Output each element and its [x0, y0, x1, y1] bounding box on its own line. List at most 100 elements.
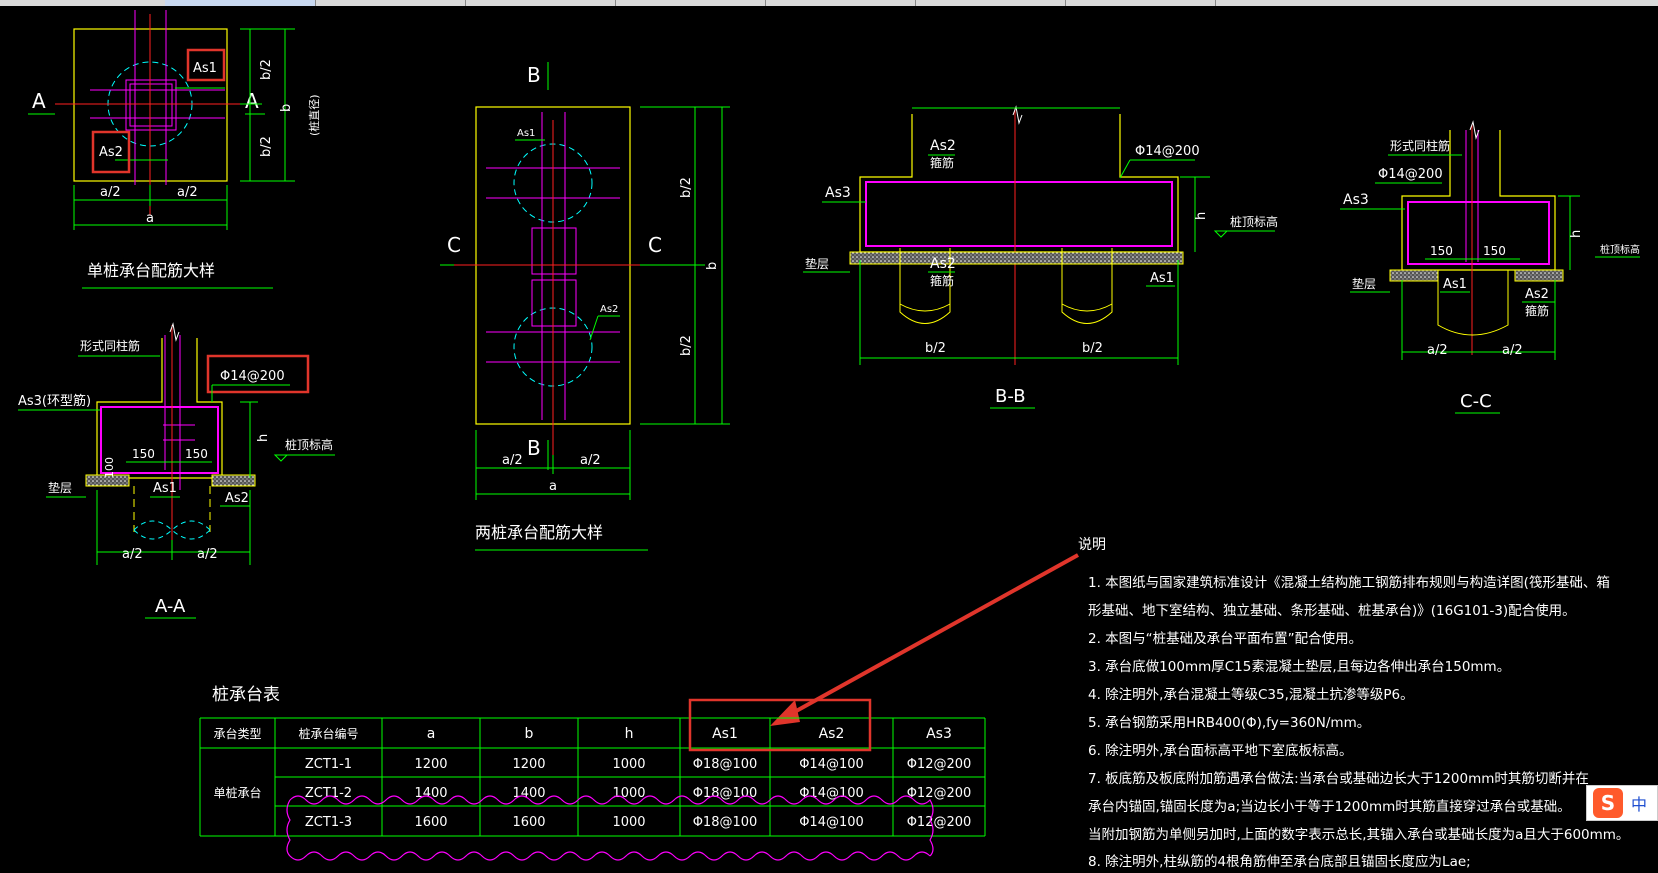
- ime-mode-label[interactable]: 中: [1631, 795, 1648, 814]
- two-pile-plan: B B C C As1 As2 b/2 b/2 b a/2 a/2 a 两桩承台…: [440, 62, 730, 551]
- note-line-2: 形基础、地下室结构、独立基础、条形基础、桩基承台)》(16G101-3)配合使用…: [1088, 602, 1576, 619]
- tab-2[interactable]: [165, 0, 316, 6]
- note-line-11: 8. 除注明外,柱纵筋的4根角筋伸至承台底部且锚固长度应为Lae;: [1088, 853, 1471, 870]
- cc-as2: As2: [1525, 287, 1549, 302]
- cc-stirrup: 箍筋: [1525, 303, 1549, 318]
- cc-a2-right: a/2: [1502, 343, 1523, 358]
- aa-a2-right: a/2: [197, 547, 218, 562]
- table-cell: ZCT1-1: [305, 757, 352, 772]
- as2-highlight: [91, 130, 131, 174]
- note-line-9: 承台内锚固,锚固长度为a;当边长小于等于1200mm时其筋直接穿过承台或基础。: [1088, 798, 1571, 815]
- single-pile-caption: 单桩承台配筋大样: [87, 261, 215, 280]
- tab-8[interactable]: [1065, 0, 1216, 6]
- notes-title: 说明: [1078, 537, 1106, 553]
- table-cell: Φ14@100: [799, 757, 864, 772]
- tab-5[interactable]: [615, 0, 766, 6]
- table-cell: Φ14@100: [799, 786, 864, 801]
- table-header-cell: As3: [926, 726, 952, 742]
- table-cell: ZCT1-3: [305, 815, 352, 830]
- bb-as1: As1: [1150, 271, 1174, 286]
- note-line-1: 1. 本图纸与国家建筑标准设计《混凝土结构施工钢筋排布规则与构造详图(筏形基础、…: [1088, 574, 1610, 591]
- aa-pile-top: 桩顶标高: [285, 437, 333, 452]
- table-header-cell: As1: [712, 726, 738, 742]
- table-type-cell: 单桩承台: [213, 785, 261, 800]
- tab-bar: [0, 0, 1658, 6]
- annotation-arrow: [770, 553, 1079, 726]
- table-cell: ZCT1-2: [305, 786, 352, 801]
- label-B-top: B: [527, 63, 541, 87]
- aa-h: h: [256, 434, 271, 442]
- tab-3[interactable]: [315, 0, 466, 6]
- table-header-cell: h: [625, 726, 634, 742]
- tp-a: a: [549, 479, 557, 494]
- table-cell: Φ18@100: [693, 786, 758, 801]
- revision-cloud: [289, 795, 934, 857]
- section-b-b: As2 箍筋 Φ14@200 As3 h 桩顶标高 垫层 As2 箍筋 As1 …: [803, 105, 1278, 409]
- table-cell: Φ14@100: [799, 815, 864, 830]
- dim-a2-right: a/2: [177, 185, 198, 200]
- dim-a2-left: a/2: [100, 185, 121, 200]
- ime-toolbar[interactable]: S 中: [1586, 785, 1658, 821]
- aa-rebar-label: Φ14@200: [220, 369, 285, 384]
- tab-4[interactable]: [465, 0, 616, 6]
- table-cell: Φ12@200: [907, 757, 972, 772]
- section-a-a: 形式同柱筋 As3(环型筋) Φ14@200 h 桩顶标高 150 150 10…: [18, 322, 335, 619]
- tab-7[interactable]: [915, 0, 1066, 6]
- aa-as3-label: As3(环型筋): [18, 393, 91, 409]
- cc-as1: As1: [1443, 277, 1467, 292]
- table-cell: 1600: [414, 815, 447, 830]
- table-cell: 1200: [414, 757, 447, 772]
- bb-as3: As3: [825, 185, 851, 201]
- tab-6[interactable]: [765, 0, 916, 6]
- dim-b2-bottom: b/2: [259, 136, 274, 157]
- label-C-right: C: [648, 233, 662, 257]
- table-header-cell: a: [427, 726, 436, 742]
- label-C-left: C: [447, 233, 461, 257]
- note-line-4: 3. 承台底做100mm厚C15素混凝土垫层,且每边各伸出承台150mm。: [1088, 659, 1510, 675]
- note-line-3: 2. 本图与“桩基础及承台平面布置”配合使用。: [1088, 630, 1362, 647]
- label-A-right: A: [245, 89, 259, 113]
- table-cell: Φ18@100: [693, 757, 758, 772]
- tp-b2-top: b/2: [679, 177, 694, 198]
- cc-cushion: 垫层: [1352, 276, 1376, 291]
- bb-as2-top: As2: [930, 138, 956, 154]
- bb-stirrup: 箍筋: [930, 155, 954, 170]
- cc-column: 形式同柱筋: [1390, 138, 1450, 153]
- as2-label: As2: [99, 145, 123, 160]
- two-pile-caption: 两桩承台配筋大样: [475, 523, 603, 542]
- table-cell: Φ12@200: [907, 815, 972, 830]
- note-line-5: 4. 除注明外,承台混凝土等级C35,混凝土抗渗等级P6。: [1088, 686, 1414, 703]
- bb-b2-right: b/2: [1082, 341, 1103, 356]
- table-header-cell: 承台类型: [213, 726, 261, 741]
- tp-a2-right: a/2: [580, 453, 601, 468]
- bb-rebar: Φ14@200: [1135, 144, 1200, 159]
- table-cell: 1000: [612, 786, 645, 801]
- cc-rebar: Φ14@200: [1378, 167, 1443, 182]
- aa-as1: As1: [153, 481, 177, 496]
- aa-150-a: 150: [132, 447, 155, 461]
- cc-150b: 150: [1483, 244, 1506, 258]
- table-header-cell: b: [525, 726, 534, 742]
- aa-150-b: 150: [185, 447, 208, 461]
- table-cell: 1000: [612, 757, 645, 772]
- table-cell: Φ12@200: [907, 786, 972, 801]
- tp-as1: As1: [517, 128, 535, 139]
- cc-pile-top: 桩顶标高: [1600, 243, 1640, 256]
- notes: 说明 1. 本图纸与国家建筑标准设计《混凝土结构施工钢筋排布规则与构造详图(筏形…: [1078, 537, 1629, 870]
- sogou-logo-icon[interactable]: S: [1593, 788, 1623, 818]
- table-header-cell: As2: [819, 726, 845, 742]
- cc-150a: 150: [1430, 244, 1453, 258]
- cad-drawing-canvas[interactable]: A A As1 As2 b/2 b/2 b (桩直径) a/2 a/2 a 单桩…: [0, 6, 1658, 873]
- dim-pile-dia: (桩直径): [307, 94, 321, 136]
- bb-b2-left: b/2: [925, 341, 946, 356]
- revision-cloud-bottom: [286, 799, 931, 861]
- cc-a2-left: a/2: [1427, 343, 1448, 358]
- bb-h: h: [1194, 212, 1209, 220]
- as1-highlight: [186, 48, 226, 82]
- cc-caption: C-C: [1460, 391, 1492, 412]
- note-line-8: 7. 板底筋及板底附加筋遇承台做法:当承台或基础边长大于1200mm时其筋切断并…: [1088, 770, 1589, 787]
- aa-caption: A-A: [155, 596, 186, 617]
- tp-b2-bottom: b/2: [679, 335, 694, 356]
- note-line-6: 5. 承台钢筋采用HRB400(Φ),fy=360N/mm。: [1088, 714, 1370, 731]
